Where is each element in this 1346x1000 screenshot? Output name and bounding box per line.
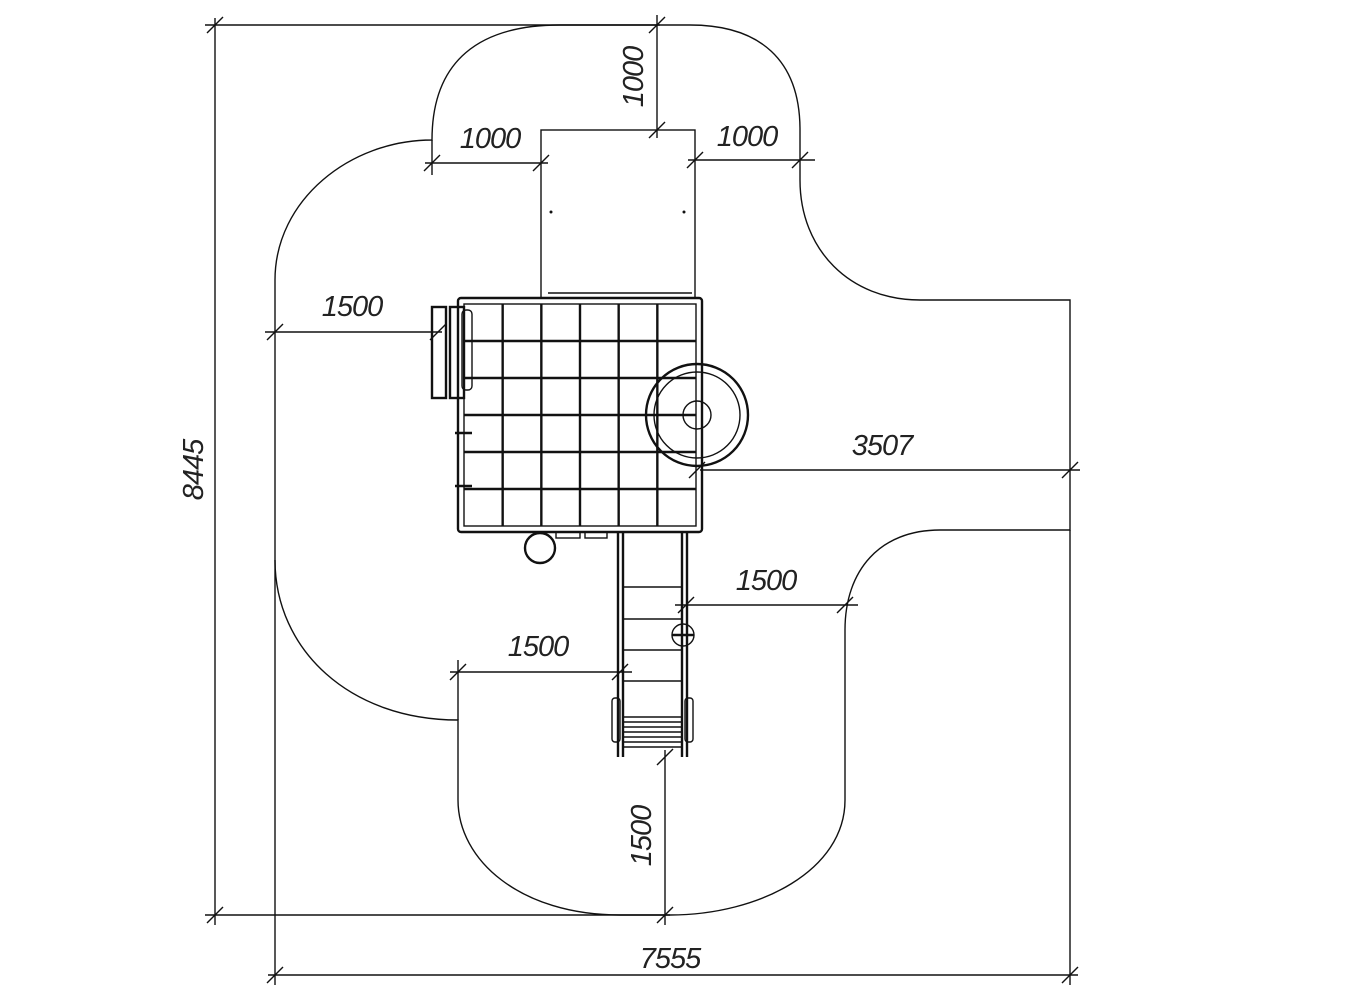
platform-net [456,296,704,534]
dim-ladder-left-clearance: 1500 [508,631,569,663]
dim-overall-width: 7555 [640,943,702,975]
dimension-lines [205,15,1080,985]
slide [540,129,696,299]
dim-overall-height: 8445 [178,438,210,500]
dim-right-extent: 3507 [852,430,915,462]
dim-ladder-right-clearance: 1500 [736,565,797,597]
ladder [611,532,695,757]
dim-top-clearance: 1000 [618,46,650,107]
dim-left-clearance: 1500 [322,291,383,323]
post-circle [523,531,557,565]
dim-top-right-clearance: 1000 [717,121,778,153]
dim-bottom-clearance: 1500 [626,805,658,866]
safety-zone-outline [274,24,1071,916]
spinner-wheel [644,362,750,468]
dim-top-left-clearance: 1000 [460,123,521,155]
side-climbing-wall [430,305,473,488]
